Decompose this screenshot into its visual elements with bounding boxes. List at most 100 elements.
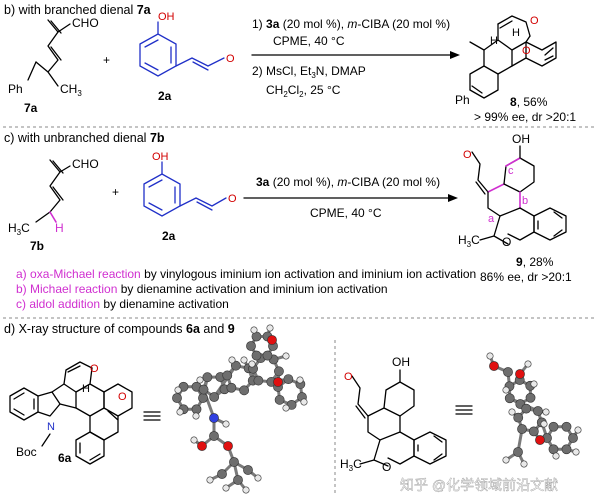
xray-carbon-atom — [548, 421, 559, 432]
note-b: b) Michael reaction by dienamine activat… — [16, 282, 388, 296]
xray-hydrogen-atom — [542, 408, 550, 416]
xray-hydrogen-atom — [282, 352, 290, 360]
product-8-o-mid: O — [522, 45, 531, 57]
xray-carbon-atom — [503, 367, 513, 377]
6a-hydrogen: H — [82, 383, 90, 395]
xray-carbon-atom — [217, 469, 227, 479]
compound-7b-label: 7b — [30, 239, 44, 253]
xray-hydrogen-atom — [192, 412, 200, 420]
xray-hydrogen-atom — [240, 356, 248, 364]
xray-hydrogen-atom — [222, 484, 230, 492]
hydrogen-label-7b: H — [55, 221, 64, 235]
xray-carbon-atom — [253, 375, 264, 386]
xray-hydrogen-atom — [524, 360, 532, 368]
plus-sign-c: + — [112, 185, 119, 199]
product-8-o-top: O — [530, 15, 539, 27]
product-9-methyl: H3C — [458, 233, 480, 249]
xray-hydrogen-atom — [228, 356, 236, 364]
compound-2a-label-b: 2a — [158, 89, 172, 103]
xray-carbon-atom — [198, 393, 208, 403]
xray-hydrogen-atom — [520, 460, 528, 468]
xray-oxygen-atom — [197, 441, 207, 451]
xray-carbon-atom — [533, 406, 543, 416]
xray-carbon-atom — [513, 447, 523, 457]
condition-step1: 1) 3a (20 mol %), m-CIBA (20 mol %) — [252, 17, 450, 31]
compound-9-structure: O OH O H3C a b c 9, 28% 86% ee, dr >20:1 — [458, 132, 572, 284]
xray-oxygen-atom — [273, 377, 283, 387]
hydroxyl-label-c: OH — [152, 151, 169, 163]
product-9-selectivity: 86% ee, dr >20:1 — [480, 270, 572, 284]
xray-hydrogen-atom — [206, 476, 214, 484]
compound-8-structure: O O H H Ph 8, 56% > 99% ee, dr >20:1 — [455, 15, 576, 124]
compound-2a-label-c: 2a — [162, 229, 176, 243]
xray-carbon-atom — [198, 384, 209, 395]
xray-carbon-atom — [246, 341, 256, 351]
panel-d: d) X-ray structure of compounds 6a and 9… — [4, 322, 582, 495]
6a-o-top: O — [90, 363, 99, 375]
product-9-yield: 9, 28% — [516, 255, 554, 269]
panel-d-title: d) X-ray structure of compounds 6a and 9 — [4, 322, 235, 336]
xray-carbon-atom — [209, 392, 220, 402]
xray-carbon-atom — [209, 431, 219, 441]
xray-hydrogen-atom — [540, 420, 548, 428]
xray-carbon-atom — [568, 433, 578, 443]
xray-carbon-atom — [561, 421, 572, 432]
xray-hydrogen-atom — [502, 386, 510, 394]
xray-hydrogen-atom — [250, 326, 258, 334]
xray-hydrogen-atom — [196, 376, 204, 384]
methyl-label-7b: H3C — [8, 221, 30, 237]
indole-n-label: N — [47, 421, 55, 433]
xray-nitrogen-atom — [209, 413, 219, 423]
xray-hydrogen-atom — [300, 398, 308, 406]
xray-carbon-atom — [548, 444, 559, 455]
panel-b-title: b) with branched dienal 7a — [4, 3, 152, 17]
xray-carbon-atom — [222, 370, 233, 381]
product-8-yield: 8, 56% — [510, 95, 548, 109]
panel-c: c) with unbranched dienal 7b CHO H H3C 7… — [4, 131, 572, 311]
xray-hydrogen-atom — [176, 408, 184, 416]
xray-carbon-atom — [525, 392, 536, 403]
xray-carbon-atom — [262, 350, 273, 361]
xray-carbon-atom — [230, 360, 241, 371]
xray-carbon-atom — [202, 372, 213, 383]
compound-6a-label: 6a — [58, 451, 72, 465]
xray-hydrogen-atom — [266, 324, 274, 332]
9-ring-o: O — [382, 460, 391, 474]
xray-oxygen-atom — [489, 361, 499, 371]
xray-hydrogen-atom — [530, 380, 538, 388]
xray-carbon-atom — [239, 385, 250, 396]
xray-hydrogen-atom — [296, 376, 304, 384]
bond-a-label: a — [488, 213, 495, 225]
xray-carbon-atom — [251, 350, 262, 361]
xray-carbon-atom — [504, 393, 515, 404]
condition-step2: 2) MsCl, Et3N, DMAP — [252, 64, 366, 80]
xray-carbon-atom — [561, 444, 572, 455]
compound-6a-structure: N Boc O O H 6a — [9, 361, 133, 465]
xray-carbon-atom — [233, 475, 243, 485]
xray-9-model — [486, 352, 582, 468]
xray-bond — [212, 364, 238, 398]
compound-7a-label: 7a — [24, 101, 38, 115]
9-aldehyde-o: O — [344, 371, 353, 383]
aldehyde-o-label-c: O — [228, 193, 237, 205]
condition-c-2: CPME, 40 °C — [310, 206, 382, 220]
xray-carbon-atom — [283, 374, 294, 384]
compound-2a-structure-b: OH O 2a — [139, 11, 235, 103]
xray-hydrogen-atom — [574, 426, 582, 434]
xray-hydrogen-atom — [508, 408, 516, 416]
product-9-ring-o: O — [502, 235, 511, 249]
condition-c-1: 3a (20 mol %), m-CIBA (20 mol %) — [256, 175, 440, 189]
plus-sign: + — [103, 53, 110, 67]
xray-hydrogen-atom — [222, 420, 230, 428]
xray-carbon-atom — [274, 366, 284, 377]
compound-7b-structure: CHO H H3C 7b — [8, 157, 99, 253]
6a-o-mid: O — [118, 391, 127, 403]
xray-oxygen-atom — [223, 441, 233, 451]
xray-hydrogen-atom — [282, 404, 290, 412]
bond-c-label: c — [508, 165, 514, 177]
watermark: 知乎 @化学领域前沿文献 — [400, 477, 558, 493]
xray-carbon-atom — [243, 465, 253, 475]
xray-oxygen-atom — [515, 369, 525, 379]
9-methyl: H3C — [340, 457, 362, 473]
